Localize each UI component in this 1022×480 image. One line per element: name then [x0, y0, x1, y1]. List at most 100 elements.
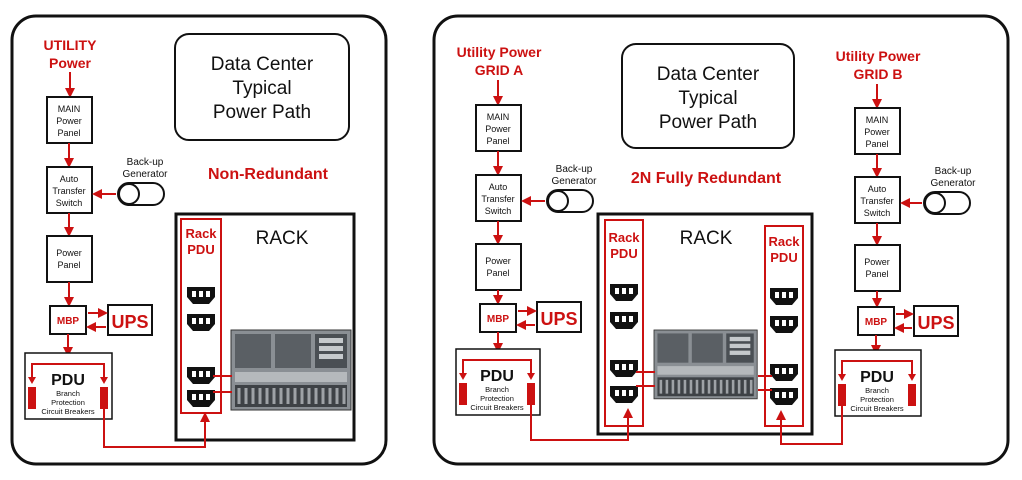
pdu-bus-arrow-left [28, 377, 36, 384]
rack-b-outlet-3 [770, 364, 798, 381]
grid-a-utility-line-2: GRID A [475, 62, 523, 78]
pdu-sub-line-1: Branch [56, 389, 80, 398]
grid-a-pdu-sub-2: Protection [480, 394, 514, 403]
pdu-sub-line-3: Circuit Breakers [41, 407, 95, 416]
grid-b-power-panel [854, 244, 901, 292]
grid-a-main-line-3: Panel [486, 136, 509, 146]
rack-a-outlet-3 [610, 360, 638, 377]
grid-a-power-panel [475, 243, 522, 291]
grid-a-main-power-panel [475, 104, 522, 152]
grid-a-main-line-1: MAIN [487, 112, 510, 122]
breaker-right [100, 387, 108, 409]
grid-a-generator-icon [546, 189, 594, 213]
grid-b-pdu-sub-2: Protection [860, 395, 894, 404]
rack-pdu-line-2: PDU [187, 242, 214, 257]
power-panel [46, 235, 93, 283]
pdu-bus-arrow-right [100, 377, 108, 384]
grid-a-ups-box [536, 301, 582, 333]
title-box [174, 33, 350, 141]
grid-a-ups-label: UPS [540, 309, 577, 329]
title-line-3: Power Path [213, 102, 311, 123]
breaker-left [28, 387, 36, 409]
grid-a-pdu-sub-1: Branch [485, 385, 509, 394]
grid-a-breaker-right [527, 383, 535, 405]
pdu-label: PDU [51, 372, 85, 389]
grid-b-main-line-1: MAIN [866, 115, 889, 125]
rack-label: RACK [680, 228, 733, 249]
rack-b-outlet-2 [770, 316, 798, 333]
outlet-4 [187, 390, 215, 407]
grid-a-to-rack-cable [530, 405, 633, 441]
grid-b-main-line-2: Power [864, 127, 890, 137]
grid-a-breaker-left [459, 383, 467, 405]
power-panel-line-1: Power [56, 248, 82, 258]
generator-line-1: Back-up [127, 157, 164, 168]
grid-a-pdu-bus-arrow-left [459, 373, 467, 380]
grid-a-generator-line-2: Generator [551, 176, 597, 187]
rack-pdu-line-1: Rack [185, 226, 217, 241]
grid-b-ats [854, 176, 901, 224]
grid-a-mbp-label: MBP [487, 314, 510, 325]
main-panel-line-1: MAIN [58, 104, 81, 114]
mbp-label: MBP [57, 316, 80, 327]
rack-label: RACK [256, 228, 309, 249]
grid-a-main-line-2: Power [485, 124, 511, 134]
utility-line-2: Power [49, 55, 92, 71]
grid-a-pp-line-2: Panel [486, 268, 509, 278]
grid-b-pp-line-1: Power [864, 257, 890, 267]
grid-b-ats-line-1: Auto [868, 184, 887, 194]
grid-a-generator-line-1: Back-up [556, 164, 593, 175]
grid-b-pp-line-2: Panel [865, 269, 888, 279]
grid-a-pdu-sub-3: Circuit Breakers [470, 403, 524, 412]
title-box [621, 43, 795, 149]
grid-a-ats [475, 174, 522, 222]
grid-b-main-line-3: Panel [865, 139, 888, 149]
grid-a-pdu-label: PDU [480, 368, 514, 385]
grid-a-ats-line-2: Transfer [481, 194, 514, 204]
server-image [229, 328, 353, 412]
grid-b-pdu-sub-1: Branch [865, 386, 889, 395]
rack-a-outlet-4 [610, 386, 638, 403]
redundancy-label: Non-Redundant [208, 166, 329, 183]
grid-b-generator-icon [923, 191, 971, 215]
grid-b-main-power-panel [854, 107, 901, 155]
ats-line-3: Switch [56, 198, 83, 208]
title-line-2: Typical [232, 78, 291, 99]
ups-label: UPS [111, 312, 148, 332]
grid-a-pdu-bus [462, 359, 532, 374]
grid-b-to-rack-cable [776, 406, 843, 445]
rack-pdu-a-line-2: PDU [610, 246, 637, 261]
grid-b-breaker-left [838, 384, 846, 406]
grid-b-ats-line-2: Transfer [860, 196, 893, 206]
grid-b-utility-line-1: Utility Power [836, 48, 921, 64]
rack-b-outlet-1 [770, 288, 798, 305]
grid-a-pp-line-1: Power [485, 256, 511, 266]
rack-a-outlet-1 [610, 284, 638, 301]
redundancy-label: 2N Fully Redundant [631, 170, 782, 187]
grid-b-ups-label: UPS [917, 313, 954, 333]
outlet-3 [187, 367, 215, 384]
grid-a-utility-line-1: Utility Power [457, 44, 542, 60]
grid-b-utility-line-2: GRID B [854, 66, 903, 82]
rack-a-outlet-2 [610, 312, 638, 329]
outlet-2 [187, 314, 215, 331]
utility-line-1: UTILITY [44, 37, 98, 53]
title-line-1: Data Center [657, 64, 760, 85]
power-panel-line-2: Panel [57, 260, 80, 270]
mbp-box [49, 305, 87, 335]
pdu-bus [31, 363, 105, 378]
ups-box [107, 304, 153, 336]
grid-b-pdu-sub-3: Circuit Breakers [850, 404, 904, 413]
grid-b-ups-box [913, 305, 959, 337]
ats-line-1: Auto [60, 174, 79, 184]
grid-b-generator-line-2: Generator [930, 178, 976, 189]
grid-a-pdu-bus-arrow-right [527, 373, 535, 380]
title-line-3: Power Path [659, 112, 757, 133]
grid-b-ats-line-3: Switch [864, 208, 891, 218]
ats-line-2: Transfer [52, 186, 85, 196]
grid-a-mbp-box [479, 303, 517, 333]
grid-a-ats-line-1: Auto [489, 182, 508, 192]
grid-a-ats-line-3: Switch [485, 206, 512, 216]
